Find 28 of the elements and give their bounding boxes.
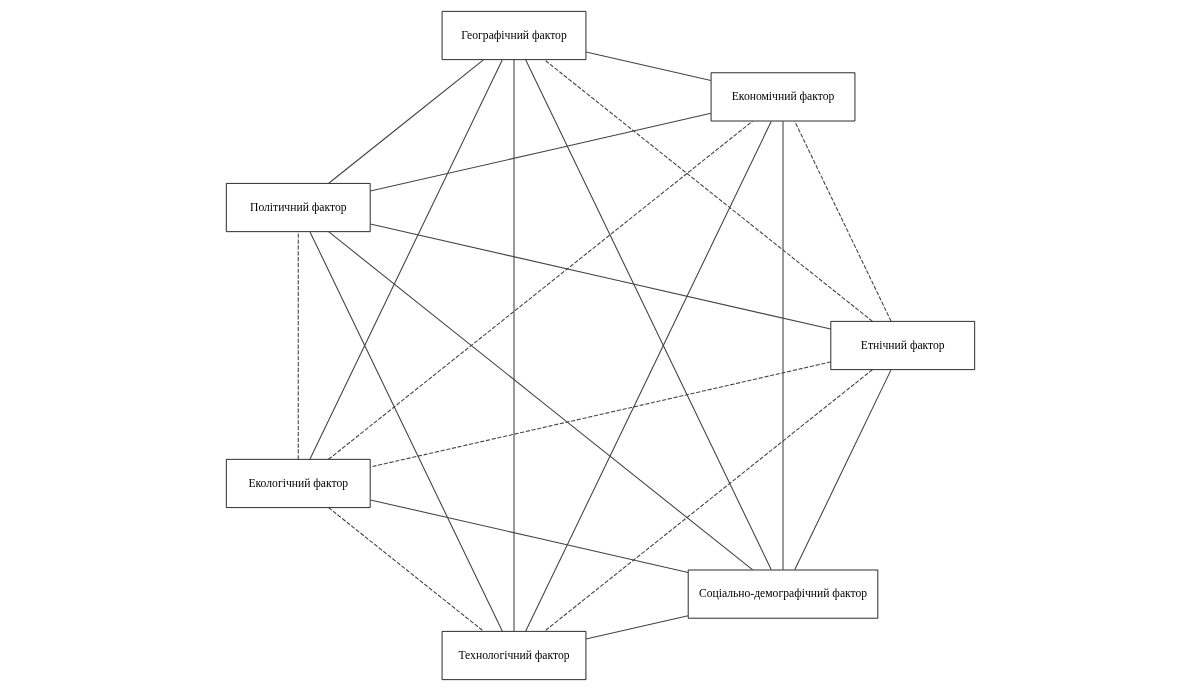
connector <box>524 59 772 571</box>
connector <box>369 499 689 573</box>
node-box: Екологічний фактор <box>225 458 371 508</box>
connector <box>584 615 689 640</box>
connector <box>369 112 711 192</box>
connector <box>793 120 892 322</box>
connector <box>297 231 299 460</box>
connector <box>793 369 892 571</box>
connector <box>512 59 515 632</box>
connector <box>524 120 772 632</box>
connector <box>308 231 503 632</box>
connector <box>585 51 711 81</box>
node-box: Географічний фактор <box>441 10 586 61</box>
node-box: Економічний фактор <box>710 72 855 122</box>
node-box: Політичний фактор <box>225 183 371 233</box>
connector <box>327 231 753 571</box>
connector <box>327 507 484 632</box>
connector <box>327 59 484 184</box>
node-box: Соціально-демографічний фактор <box>687 569 878 619</box>
connector <box>369 361 831 468</box>
connector <box>543 369 873 632</box>
connector <box>781 120 784 571</box>
node-box: Технологічний фактор <box>441 630 586 681</box>
connector <box>543 59 873 322</box>
connector <box>327 120 753 460</box>
node-box: Етнічний фактор <box>829 320 975 371</box>
connector <box>308 59 503 460</box>
connector <box>369 223 831 330</box>
